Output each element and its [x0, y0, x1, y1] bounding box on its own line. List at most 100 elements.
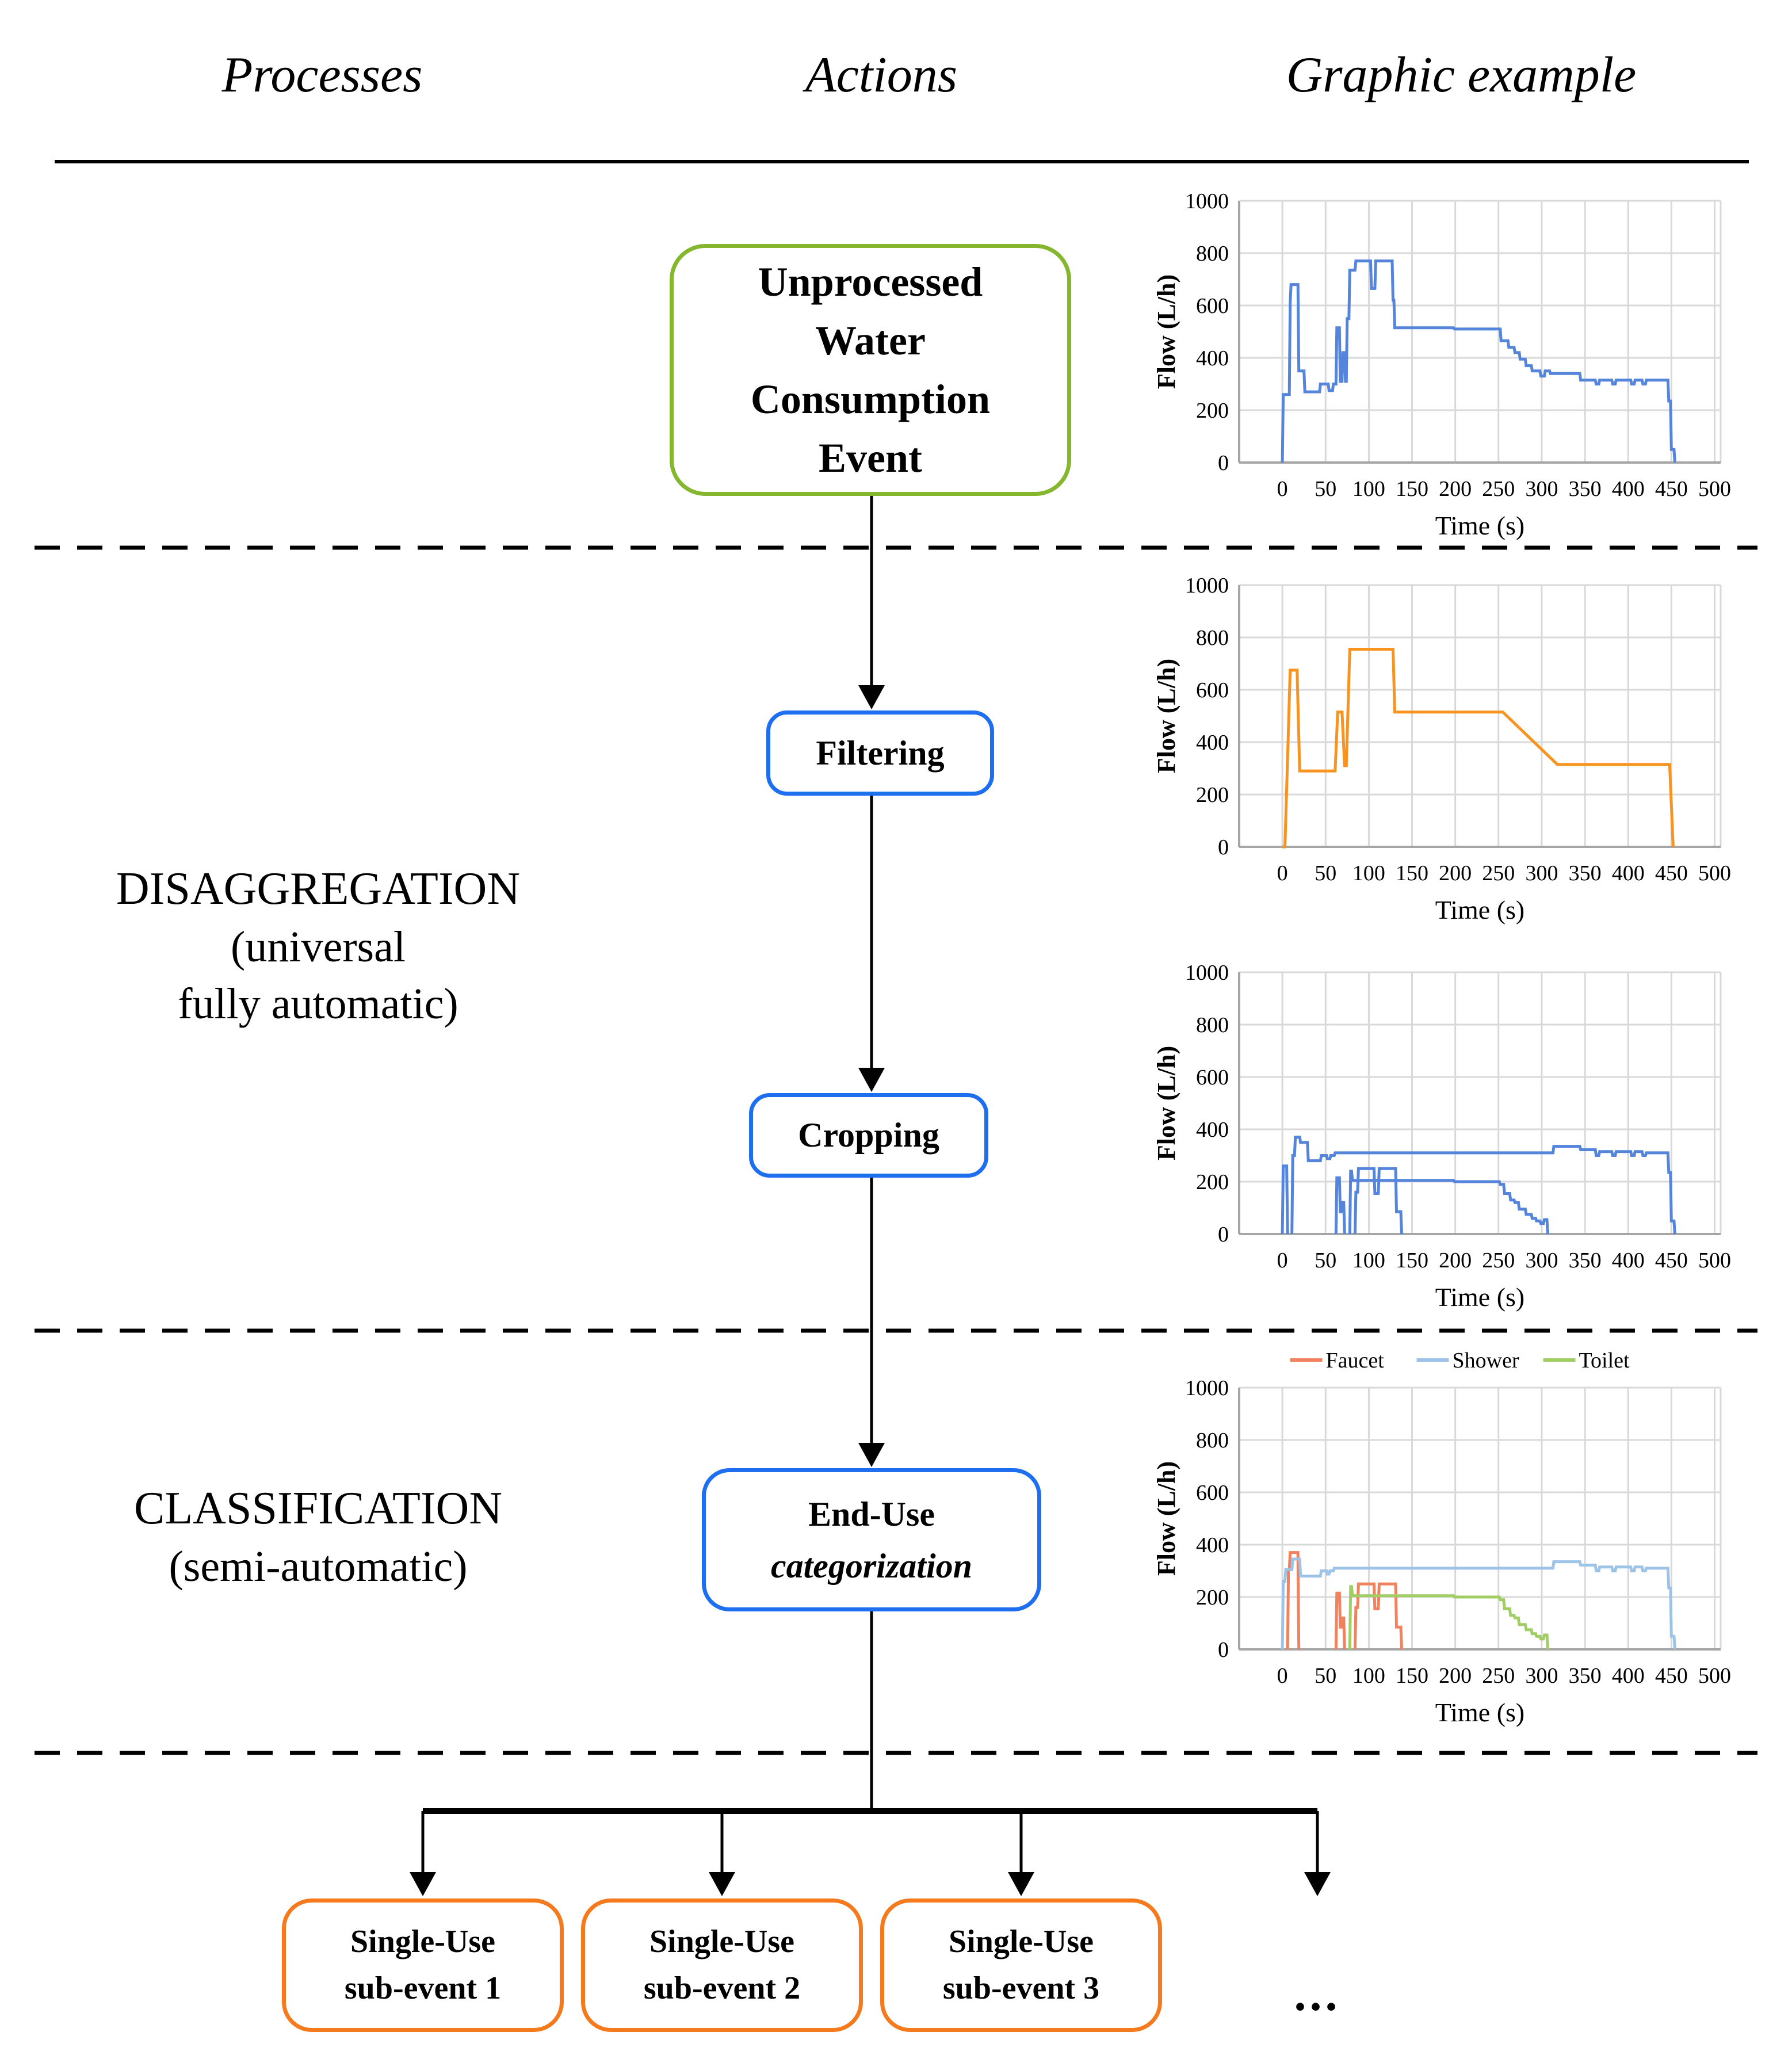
svg-text:400: 400 [1196, 731, 1229, 755]
svg-text:150: 150 [1396, 477, 1428, 501]
disaggregation-title: DISAGGREGATION [116, 864, 521, 914]
svg-text:200: 200 [1439, 1664, 1472, 1688]
svg-text:450: 450 [1655, 1248, 1688, 1273]
svg-text:800: 800 [1196, 242, 1229, 266]
svg-text:250: 250 [1482, 861, 1515, 885]
svg-text:50: 50 [1315, 1664, 1336, 1688]
svg-text:100: 100 [1352, 1664, 1385, 1688]
legend-label: Toilet [1579, 1349, 1630, 1373]
series-line [1282, 648, 1675, 849]
svg-text:500: 500 [1698, 477, 1731, 501]
svg-text:400: 400 [1612, 1664, 1645, 1688]
branch-arrow-2 [709, 1811, 735, 1896]
svg-text:200: 200 [1439, 1248, 1472, 1273]
series-line [1348, 1170, 1549, 1235]
svg-text:350: 350 [1569, 477, 1602, 501]
y-axis-title: Flow (L/h) [1152, 659, 1180, 773]
series-line [1286, 1551, 1301, 1650]
svg-text:0: 0 [1218, 1638, 1229, 1662]
svg-text:100: 100 [1352, 477, 1385, 501]
svg-text:500: 500 [1698, 1248, 1731, 1273]
svg-text:300: 300 [1525, 1248, 1558, 1273]
x-axis-title: Time (s) [1435, 511, 1525, 540]
svg-text:800: 800 [1196, 626, 1229, 650]
arrow-cropping-to-enduse [858, 1178, 885, 1467]
svg-text:600: 600 [1196, 678, 1229, 702]
svg-text:500: 500 [1698, 861, 1731, 885]
svg-text:0: 0 [1277, 861, 1288, 885]
svg-text:1000: 1000 [1185, 1376, 1229, 1400]
legend-label: Faucet [1326, 1349, 1385, 1373]
svg-text:0: 0 [1277, 477, 1288, 501]
series-line [1281, 259, 1676, 463]
svg-text:300: 300 [1525, 1664, 1558, 1688]
svg-text:100: 100 [1352, 1248, 1385, 1273]
section-label-disaggregation: DISAGGREGATION (universal fully automati… [35, 859, 602, 1033]
svg-text:200: 200 [1196, 1170, 1229, 1194]
svg-text:50: 50 [1315, 861, 1336, 885]
unprocessed-event-box: Unprocessed Water Consumption Event [670, 244, 1071, 496]
svg-text:200: 200 [1439, 861, 1472, 885]
x-axis-title: Time (s) [1435, 1282, 1525, 1312]
sub-event-2-box: Single-Use sub-event 2 [581, 1898, 863, 2032]
sub-event-1-box: Single-Use sub-event 1 [282, 1898, 564, 2032]
end-use-categorization-box: End-Use categorization [702, 1468, 1041, 1611]
svg-text:150: 150 [1396, 1664, 1428, 1688]
svg-text:150: 150 [1396, 1248, 1428, 1273]
svg-text:450: 450 [1655, 477, 1688, 501]
y-axis-title: Flow (L/h) [1152, 1046, 1180, 1160]
svg-text:0: 0 [1218, 451, 1229, 475]
y-axis-title: Flow (L/h) [1152, 274, 1180, 389]
svg-text:350: 350 [1569, 1664, 1602, 1688]
svg-text:0: 0 [1277, 1664, 1288, 1688]
svg-text:800: 800 [1196, 1428, 1229, 1453]
legend-label: Shower [1453, 1349, 1519, 1373]
column-header-processes: Processes [221, 47, 423, 103]
series-line [1353, 1582, 1403, 1650]
svg-text:350: 350 [1569, 1248, 1602, 1273]
branch-arrow-1 [410, 1811, 436, 1896]
x-axis-title: Time (s) [1435, 1698, 1525, 1727]
svg-text:250: 250 [1482, 477, 1515, 501]
categorization-label: categorization [770, 1546, 972, 1585]
svg-text:1000: 1000 [1185, 961, 1229, 985]
more-sub-events-ellipsis: ... [1294, 1968, 1341, 2021]
filtering-box: Filtering [766, 710, 994, 796]
svg-text:300: 300 [1525, 477, 1558, 501]
svg-text:400: 400 [1612, 1248, 1645, 1273]
svg-text:400: 400 [1196, 1118, 1229, 1142]
svg-text:450: 450 [1655, 1664, 1688, 1688]
svg-text:200: 200 [1439, 477, 1472, 501]
svg-text:1000: 1000 [1185, 189, 1229, 213]
svg-text:600: 600 [1196, 1481, 1229, 1505]
classification-title: CLASSIFICATION [133, 1483, 503, 1534]
svg-text:500: 500 [1698, 1664, 1731, 1688]
section-label-classification: CLASSIFICATION (semi-automatic) [35, 1479, 602, 1595]
cropping-box: Cropping [749, 1093, 988, 1178]
svg-text:400: 400 [1196, 346, 1229, 370]
series-line [1348, 1585, 1549, 1650]
svg-text:1000: 1000 [1185, 574, 1229, 598]
svg-text:400: 400 [1612, 477, 1645, 501]
svg-text:200: 200 [1196, 783, 1229, 807]
series-line [1334, 1176, 1346, 1235]
svg-text:50: 50 [1315, 1248, 1336, 1273]
svg-text:100: 100 [1352, 861, 1385, 885]
arrow-filtering-to-cropping [858, 796, 885, 1092]
svg-text:400: 400 [1196, 1533, 1229, 1557]
svg-text:250: 250 [1482, 1664, 1515, 1688]
series-line [1281, 1164, 1289, 1235]
svg-text:400: 400 [1612, 861, 1645, 885]
svg-text:350: 350 [1569, 861, 1602, 885]
column-header-graphic-example: Graphic example [1286, 47, 1637, 103]
svg-text:200: 200 [1196, 399, 1229, 423]
